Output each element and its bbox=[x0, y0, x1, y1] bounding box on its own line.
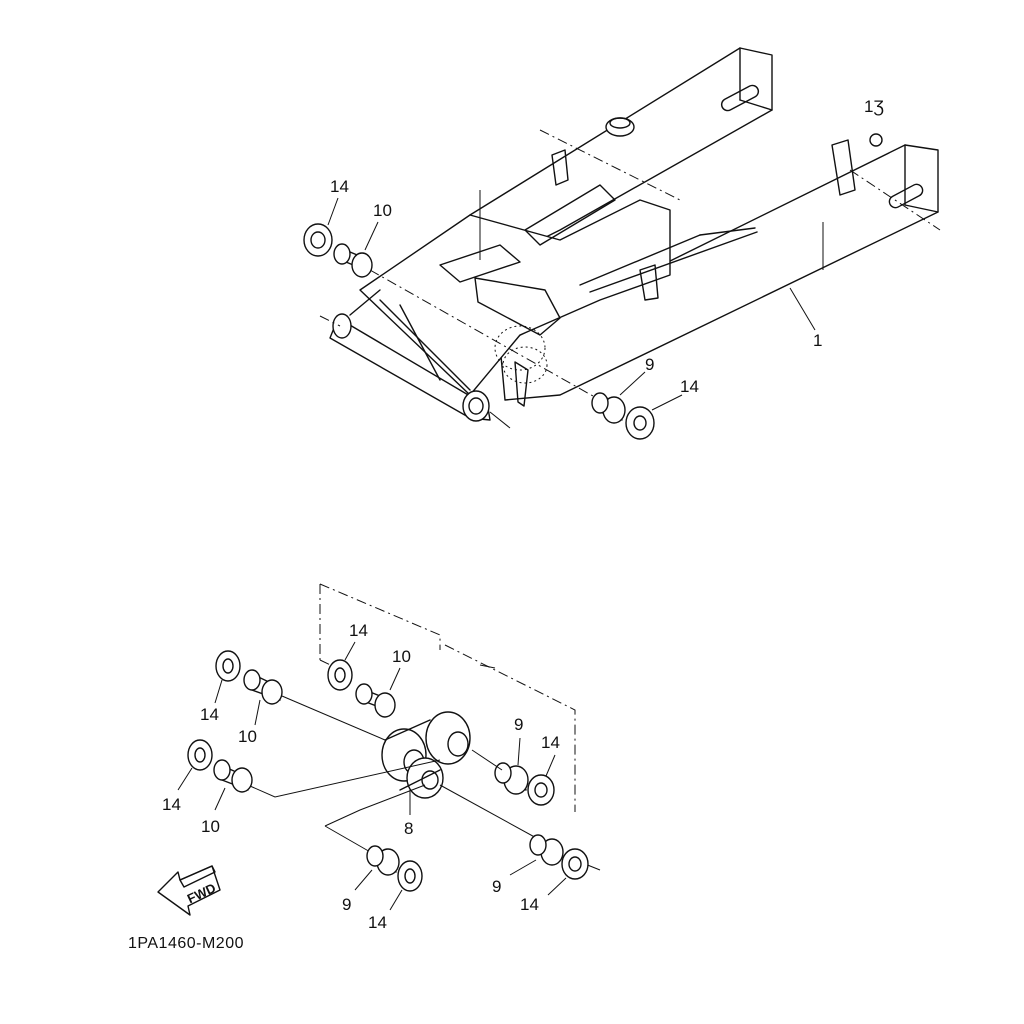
callout-swingarm: 1 bbox=[813, 331, 822, 350]
callout-left-collar-a: 10 bbox=[238, 727, 257, 746]
left-washer-14-b bbox=[177, 739, 213, 791]
callout-box-washer-right: 14 bbox=[541, 733, 560, 752]
callout-bracket: 8 bbox=[404, 819, 413, 838]
upper-collar-10 bbox=[333, 221, 379, 278]
callout-box-bushing: 9 bbox=[514, 715, 523, 734]
lower-bushing-9-left bbox=[354, 845, 400, 891]
callout-left-washer-a: 14 bbox=[200, 705, 219, 724]
callout-box-washer: 14 bbox=[349, 621, 368, 640]
lower-washer-14-left bbox=[389, 860, 423, 911]
callout-labels: 1 1Ʒ 14 10 9 14 14 10 9 14 14 10 14 10 8… bbox=[128, 97, 884, 952]
callout-low-bushing-left: 9 bbox=[342, 895, 351, 914]
diagram-code: 1PA1460-M200 bbox=[128, 935, 244, 952]
swingarm bbox=[319, 47, 941, 429]
forward-arrow-icon: FWD bbox=[157, 865, 221, 916]
box-washer-14 bbox=[327, 641, 356, 691]
box-bushing-9 bbox=[494, 737, 529, 795]
box-collar-10 bbox=[355, 667, 401, 718]
assembly-lines bbox=[249, 664, 601, 871]
callout-left-washer-b: 14 bbox=[162, 795, 181, 814]
callout-low-washer-left: 14 bbox=[368, 913, 387, 932]
callout-clip: 1Ʒ bbox=[864, 97, 884, 116]
upper-washer-14 bbox=[303, 197, 339, 257]
callout-left-collar-b: 10 bbox=[201, 817, 220, 836]
callout-top-bushing: 9 bbox=[645, 355, 654, 374]
callout-top-collar: 10 bbox=[373, 201, 392, 220]
lower-bushing-9-right bbox=[509, 834, 564, 876]
callout-box-collar: 10 bbox=[392, 647, 411, 666]
lower-washer-14-right bbox=[547, 848, 589, 896]
box-washer-14-right bbox=[527, 754, 556, 806]
left-collar-10-b bbox=[213, 759, 253, 811]
callout-top-washer: 14 bbox=[330, 177, 349, 196]
callout-low-washer-right: 14 bbox=[520, 895, 539, 914]
callout-low-bushing-right: 9 bbox=[492, 877, 501, 896]
left-collar-10-a bbox=[243, 669, 283, 726]
callout-top-washer-right: 14 bbox=[680, 377, 699, 396]
left-washer-14-a bbox=[214, 650, 241, 704]
upper-bushing-9 bbox=[591, 371, 646, 424]
upper-washer-14-right bbox=[625, 394, 683, 440]
